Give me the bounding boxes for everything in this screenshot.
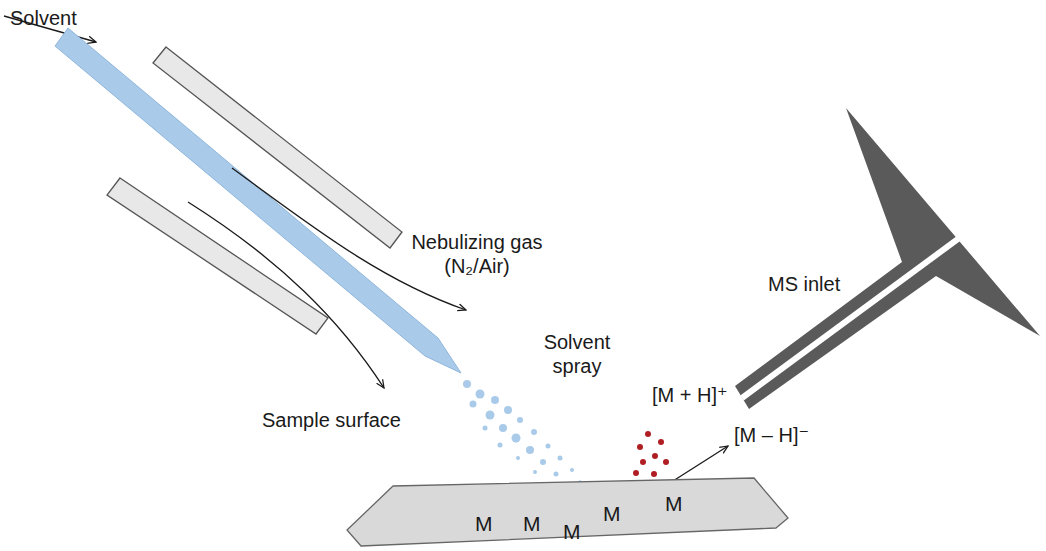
molecule-symbol: M: [523, 512, 541, 536]
sheath-tube-lower: [107, 178, 328, 334]
diagram-label: Solvent spray: [532, 330, 622, 378]
label-text: [M + H]⁺: [652, 384, 728, 406]
gas-flow-arrow: [188, 202, 384, 388]
molecule-symbol: M: [603, 502, 621, 526]
solvent-droplets: [463, 380, 582, 488]
analyte-ions: [633, 431, 669, 477]
label-text: Solvent: [10, 7, 77, 29]
ms-inlet: [735, 108, 1040, 409]
diagram-label: [M – H]⁻: [734, 423, 854, 447]
molecule-symbol: M: [475, 512, 493, 536]
diagram-label: Solvent: [10, 6, 130, 30]
diagram-label: MS inlet: [768, 272, 878, 296]
label-text: Sample surface: [262, 409, 401, 431]
label-text: Nebulizing gas (N₂/Air): [411, 231, 542, 277]
diagram-label: Sample surface: [262, 408, 432, 432]
solvent-capillary: [55, 28, 461, 373]
diagram-label: [M + H]⁺: [652, 383, 772, 407]
molecule-symbol: M: [665, 492, 683, 516]
label-text: Solvent spray: [544, 331, 611, 377]
label-text: MS inlet: [768, 273, 840, 295]
diagram-label: Nebulizing gas (N₂/Air): [392, 230, 562, 278]
sample-slab-outline: [347, 478, 788, 546]
sample-surface: MMMMM: [345, 468, 790, 548]
label-text: [M – H]⁻: [734, 424, 809, 446]
molecule-symbol: M: [563, 520, 581, 544]
